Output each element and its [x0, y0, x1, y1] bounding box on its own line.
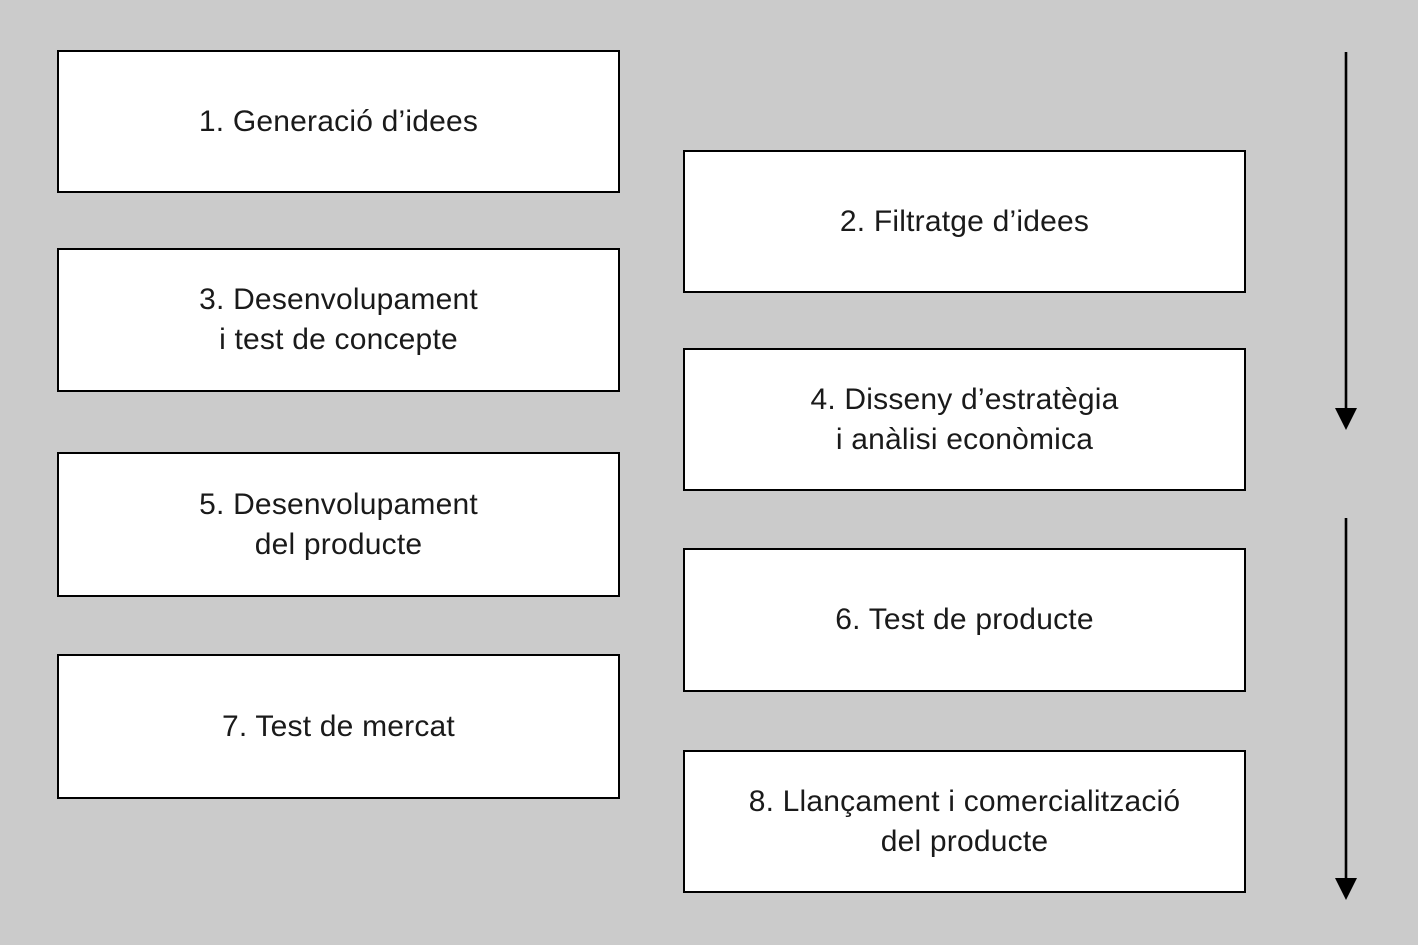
step-label: i test de concepte — [219, 323, 458, 356]
step-box-llancament-comercialitzacio: 8. Llançament i comercialització del pro… — [683, 750, 1246, 893]
step-box-desenvolupament-test-concepte: 3. Desenvolupament i test de concepte — [57, 248, 620, 392]
step-label: 6. Test de producte — [835, 603, 1094, 636]
down-arrow-icon — [1335, 52, 1357, 430]
step-box-disseny-estrategia: 4. Disseny d’estratègia i anàlisi econòm… — [683, 348, 1246, 491]
step-label: i anàlisi econòmica — [835, 422, 1094, 456]
step-label: 1. Generació d’idees — [198, 104, 479, 138]
step-box-desenvolupament-producte: 5. Desenvolupament del producte — [57, 452, 620, 597]
down-arrow-icon — [1335, 518, 1357, 900]
step-box-test-producte: 6. Test de producte — [683, 548, 1246, 692]
step-box-filtratge-idees: 2. Filtratge d’idees — [683, 150, 1246, 293]
step-label: 3. Desenvolupament — [199, 283, 478, 316]
step-box-generacio-idees: 1. Generació d’idees — [57, 50, 620, 193]
step-label: 4. Disseny d’estratègia — [810, 382, 1119, 416]
step-label: 2. Filtratge d’idees — [839, 204, 1090, 238]
step-label: del producte — [254, 527, 423, 561]
step-label: 8. Llançament i comercialització — [748, 784, 1181, 818]
step-label: 5. Desenvolupament — [199, 487, 478, 521]
step-label: 7. Test de mercat — [222, 709, 455, 743]
step-box-test-mercat: 7. Test de mercat — [57, 654, 620, 799]
step-label: del producte — [880, 824, 1049, 858]
